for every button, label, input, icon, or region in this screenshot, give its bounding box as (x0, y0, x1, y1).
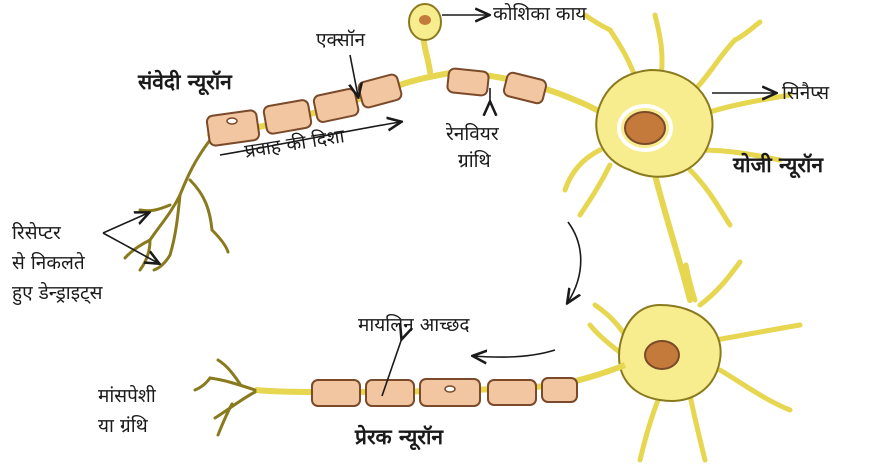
signal-left-arrow (474, 350, 555, 357)
sensory-neuron-label: संवेदी न्यूरॉन (138, 70, 232, 95)
synapse-label: सिनैप्स (782, 82, 829, 105)
sensory-neuron (125, 22, 620, 270)
receptor-pointer-1 (103, 213, 148, 233)
receptor-label-2: से निकलते (12, 252, 85, 275)
cell-body-label: कोशिका काय (493, 3, 586, 26)
sensory-cell-body (409, 4, 441, 40)
sensory-dendrites (125, 140, 228, 270)
receptor-label-3: हुए डेन्ड्राइट्स (12, 282, 102, 305)
receptor-label-1: रिसेप्टर (12, 222, 61, 245)
motor-neuron-label: प्रेरक न्यूरॉन (355, 425, 443, 450)
myelin-sheath-label: मायलिन आच्छद (358, 314, 470, 337)
muscle-label-1: मांसपेशी (98, 385, 156, 408)
node-of-ranvier-label-2: ग्रांथि (458, 150, 491, 173)
motor-neuron (195, 262, 800, 460)
axon-label: एक्सॉन (316, 29, 365, 52)
signal-down-arrow (568, 222, 581, 302)
node-of-ranvier-label-1: रेनवियर (446, 123, 499, 146)
interneuron-label: योजी न्यूरॉन (733, 153, 823, 178)
motor-myelin-segments (312, 378, 577, 406)
muscle-label-2: या ग्रंथि (98, 415, 148, 438)
